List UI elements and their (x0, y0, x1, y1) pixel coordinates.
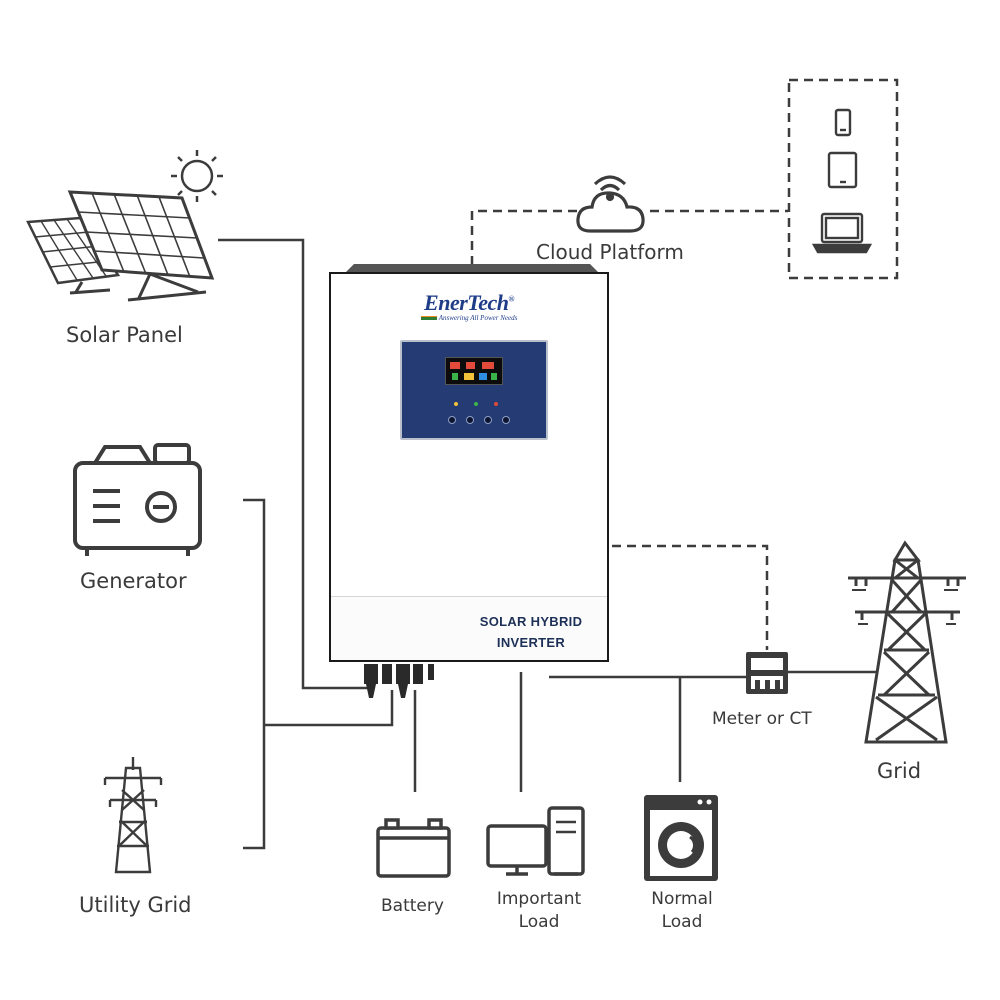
lcd-display (445, 357, 503, 385)
normal-load-line-1: Normal (651, 889, 713, 909)
panel-button (466, 416, 474, 424)
cloud-link (470, 209, 580, 265)
battery-icon (376, 818, 451, 878)
grid-label: Grid (877, 759, 922, 783)
control-panel (400, 340, 548, 440)
data-links (470, 78, 899, 650)
panel-button (484, 416, 492, 424)
brand-name: EnerTech (424, 290, 509, 315)
laptop-icon (811, 212, 873, 254)
inverter-terminals (364, 664, 434, 698)
cloud-wifi-icon (576, 175, 645, 233)
generator-label: Generator (80, 569, 187, 593)
device-group-box (787, 78, 899, 280)
indicator-led (494, 402, 498, 406)
normal-load-line-2: Load (661, 912, 703, 932)
transmission-tower-icon (103, 757, 163, 874)
ac-input-wire (264, 690, 394, 727)
solar-panel-icon (26, 190, 215, 302)
model-line-2: INVERTER (496, 635, 566, 650)
flag-stripe (420, 316, 437, 321)
generator-wire (243, 498, 266, 725)
utility-wire (243, 725, 266, 850)
brand-logo: EnerTech® Answering All Power Needs (331, 290, 607, 322)
washing-machine-icon (644, 795, 718, 881)
panel-button (502, 416, 510, 424)
meter-icon (746, 652, 788, 694)
hybrid-inverter: EnerTech® Answering All Power Needs (329, 272, 609, 662)
grid-tower-icon (848, 540, 966, 744)
tablet-icon (827, 151, 858, 189)
registered-mark: ® (508, 294, 514, 304)
meter-label: Meter or CT (712, 709, 812, 729)
normal-load-label: Normal Load (640, 888, 724, 934)
meter-data-link (612, 544, 769, 650)
desktop-computer-icon (486, 806, 585, 876)
panel-button (448, 416, 456, 424)
generator-icon (73, 443, 202, 556)
wires (218, 238, 876, 850)
cloud-platform-label: Cloud Platform (536, 240, 684, 264)
model-label: SOLAR HYBRID INVERTER (471, 611, 591, 653)
important-load-line-2: Load (518, 912, 560, 932)
battery-label: Battery (381, 896, 444, 916)
inverter-mount (346, 264, 598, 272)
important-load-label: Important Load (487, 888, 591, 934)
utility-grid-label: Utility Grid (79, 893, 192, 917)
inverter-label-strip: SOLAR HYBRID INVERTER (331, 596, 607, 660)
model-line-1: SOLAR HYBRID (479, 614, 583, 629)
phone-icon (834, 108, 852, 137)
solar-panel-label: Solar Panel (66, 323, 183, 347)
indicator-led (454, 402, 458, 406)
solar-wire (218, 238, 372, 690)
important-load-line-1: Important (496, 889, 582, 909)
indicator-led (474, 402, 478, 406)
sun-icon (171, 150, 223, 202)
brand-tagline: Answering All Power Needs (438, 314, 518, 322)
